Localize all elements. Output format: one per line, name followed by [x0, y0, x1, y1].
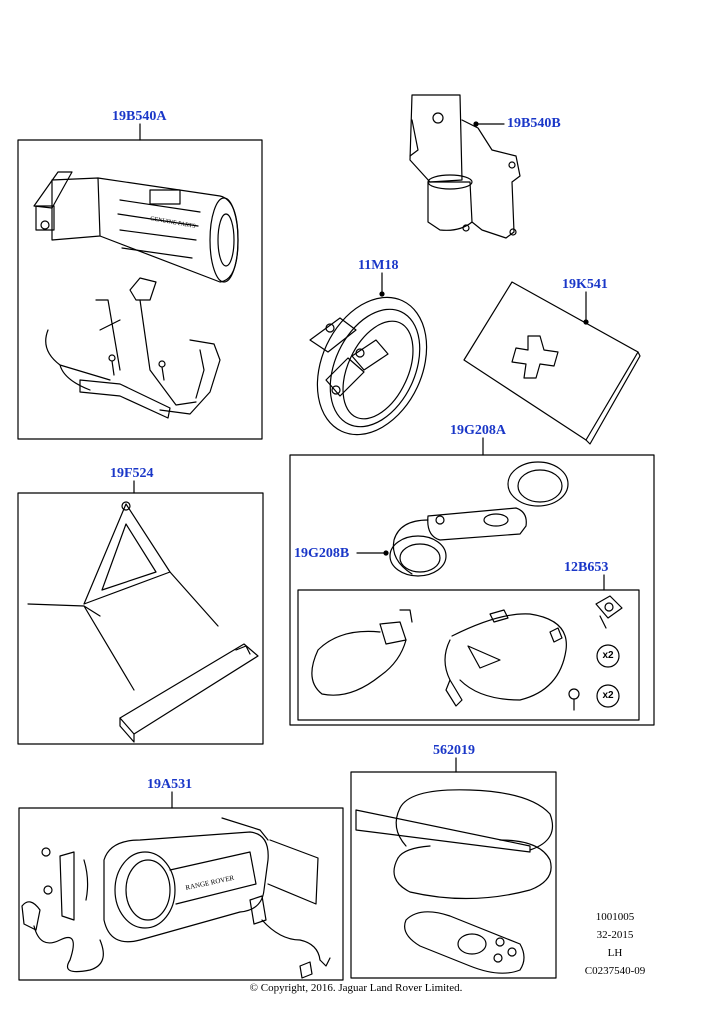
clip-part-drawing — [595, 595, 623, 668]
callout-12B653[interactable]: 12B653 — [564, 560, 609, 575]
callout-19F524[interactable]: 19F524 — [110, 466, 154, 481]
travel-pillow-drawing — [355, 789, 554, 900]
screw-part-drawing — [568, 684, 620, 711]
reference-line-1: 1001005 — [595, 911, 635, 923]
extinguisher-label: GENUINE PARTS — [150, 216, 196, 230]
callout-19B540A[interactable]: 19B540A — [112, 109, 167, 124]
extinguisher-bracket-drawing — [45, 277, 221, 419]
torch-brand-label: RANGE ROVER — [185, 874, 235, 892]
fire-extinguisher-drawing: GENUINE PARTS — [33, 171, 239, 283]
callout-11M18[interactable]: 11M18 — [358, 258, 399, 273]
drawing-reference: 1001005 32-2015 LH C0237540-09 — [570, 908, 660, 980]
callout-19G208A[interactable]: 19G208A — [450, 423, 506, 438]
frame-562019 — [350, 771, 557, 979]
frame-19A531 — [18, 807, 344, 981]
clip-quantity: x2 — [602, 650, 614, 661]
frame-12B653 — [297, 589, 640, 721]
extinguisher-with-bracket-drawing — [409, 94, 521, 239]
charging-cable-drawing — [311, 609, 413, 696]
callout-19A531[interactable]: 19A531 — [147, 777, 193, 792]
callout-19K541[interactable]: 19K541 — [562, 277, 608, 292]
copyright-notice: © Copyright, 2016. Jaguar Land Rover Lim… — [249, 982, 463, 994]
frame-19G208A — [289, 454, 655, 726]
callout-19G208B[interactable]: 19G208B — [294, 546, 350, 561]
remote-key-cover-drawing — [404, 911, 525, 974]
reference-line-3: LH — [607, 947, 623, 959]
callout-19B540B[interactable]: 19B540B — [507, 116, 561, 131]
frame-19F524 — [17, 492, 264, 745]
warning-triangle-drawing — [27, 501, 259, 743]
wiring-harness-drawing — [444, 609, 567, 707]
rechargeable-torch-drawing: RANGE ROVER — [103, 817, 319, 943]
torch-mounting-parts-drawing — [21, 847, 331, 979]
first-aid-kit-drawing — [463, 281, 641, 445]
callout-562019[interactable]: 562019 — [433, 743, 475, 758]
led-torch-drawing — [389, 461, 569, 577]
jump-leads-drawing — [309, 296, 428, 436]
reference-line-2: 32-2015 — [596, 929, 634, 941]
reference-line-4: C0237540-09 — [584, 965, 646, 977]
screw-quantity: x2 — [602, 690, 614, 701]
